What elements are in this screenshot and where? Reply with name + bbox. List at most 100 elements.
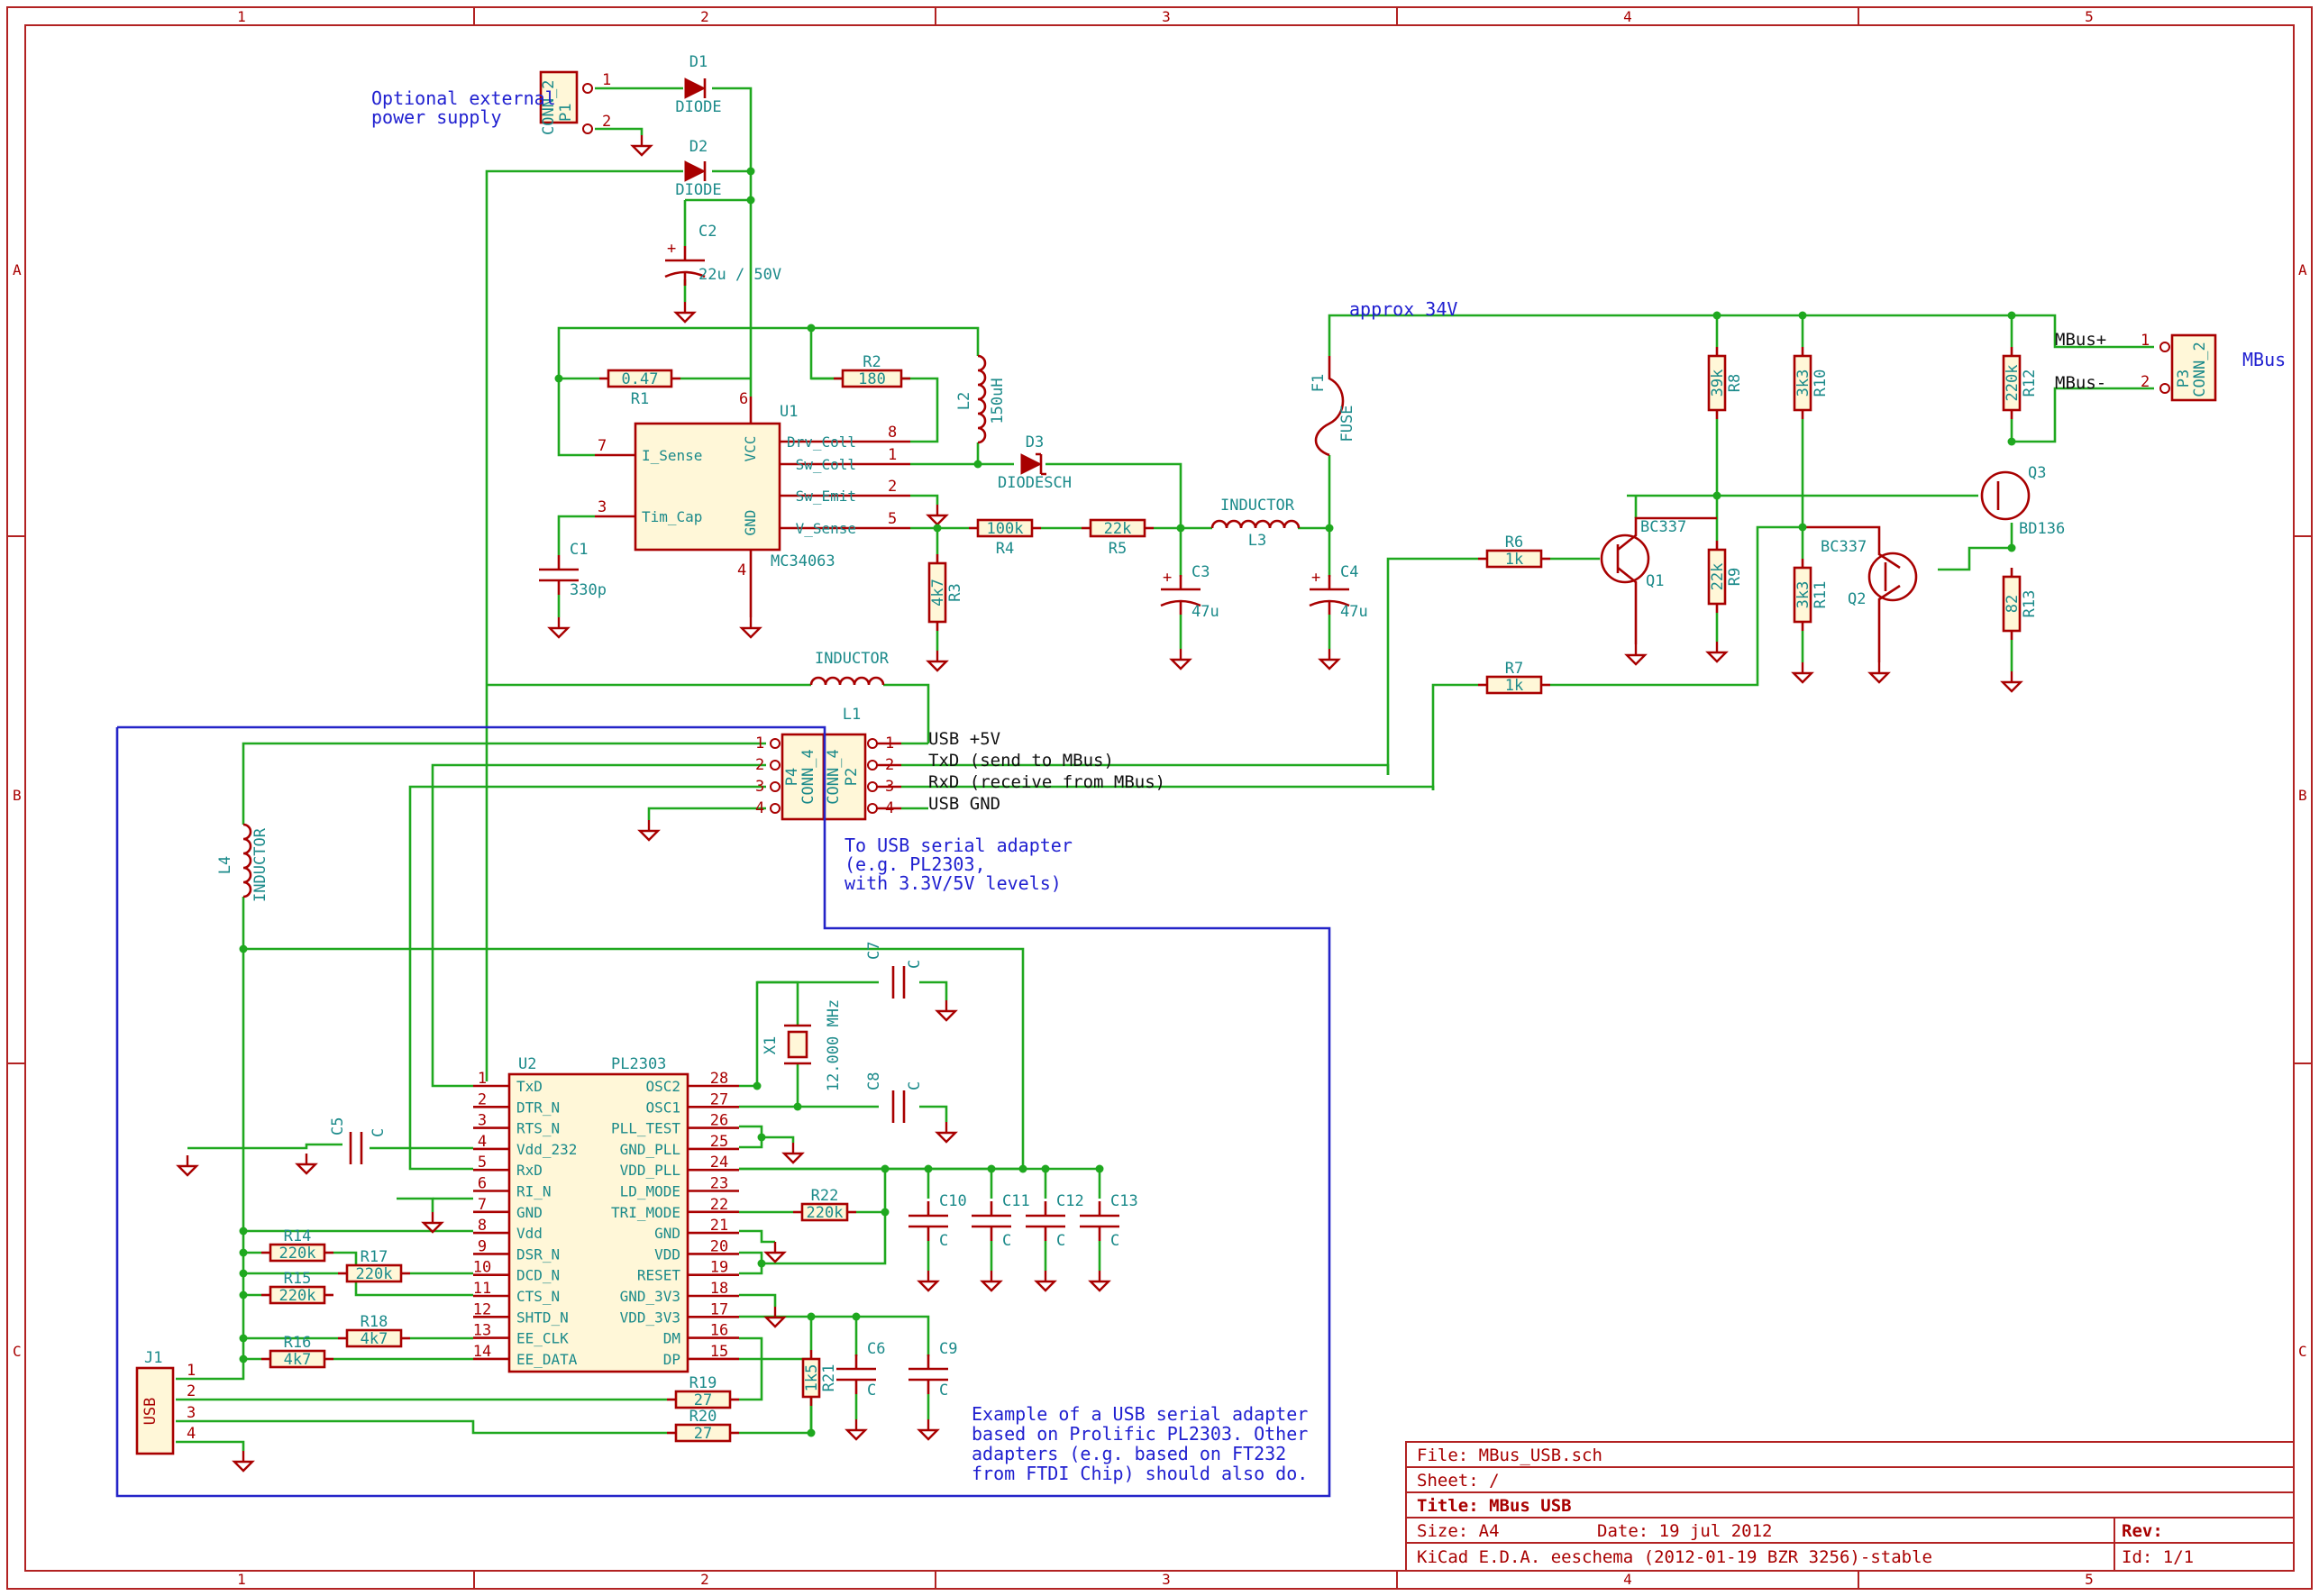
pin-number: 2 (602, 113, 611, 131)
u1-pin-num: 4 (737, 561, 746, 579)
c6-value: C (867, 1382, 876, 1400)
u2-pin-name: PLL_TEST (611, 1120, 680, 1137)
resistor-value: 39k (1709, 369, 1727, 397)
d1-ref: D1 (689, 53, 708, 71)
connector-p3 (2170, 333, 2217, 402)
resistor-ref: R1 (631, 390, 649, 408)
border-col-label: 2 (700, 1571, 709, 1588)
diode-body (684, 78, 707, 99)
c8-value: C (906, 1081, 924, 1090)
junction-dot (881, 1164, 890, 1173)
resistor-value: 22k (1104, 520, 1132, 538)
c2-ref: C2 (698, 223, 717, 241)
fuse-f1 (1314, 356, 1345, 457)
c1-value: 330p (570, 581, 607, 599)
u1-pin-name: GND (742, 510, 759, 536)
p3-value: CONN_2 (2191, 342, 2209, 397)
u2-pin-num: 7 (478, 1196, 487, 1214)
junction-dot (2007, 311, 2016, 320)
border-col-label: 3 (1162, 1571, 1171, 1588)
net-txd: TxD (send to MBus) (928, 751, 1114, 771)
u2-pin-name: DP (663, 1351, 680, 1368)
c5-ref: C5 (329, 1117, 347, 1135)
j1-pin-num: 4 (187, 1425, 196, 1443)
note-approx-34v: approx 34V (1349, 298, 1457, 320)
wire-dp (176, 1419, 667, 1435)
u2-pin-num: 28 (710, 1070, 728, 1088)
u2-value: PL2303 (611, 1055, 666, 1073)
q1-leads (1617, 516, 1717, 644)
pin-circle (2159, 342, 2170, 352)
wire-rxd-r7 (1431, 683, 1478, 790)
d3-value: DIODESCH (998, 474, 1072, 492)
u2-pin-name: LD_MODE (620, 1183, 680, 1200)
transistor-body (1867, 552, 1918, 602)
capacitor-plate (664, 270, 706, 278)
u2-pin-name: RI_N (516, 1183, 552, 1200)
ground-symbol (845, 1428, 868, 1441)
resistor-value: 4k7 (361, 1330, 388, 1348)
wire-x1-top (757, 980, 799, 1000)
junction-dot (973, 460, 982, 469)
ground-symbol (630, 144, 653, 157)
cap-ref: C12 (1056, 1192, 1084, 1210)
pin-circle (867, 781, 878, 792)
title-block: File: MBus_USB.sch Sheet: / Title: MBus … (1405, 1441, 2295, 1572)
pin-circle (770, 760, 781, 771)
ground-symbol (926, 660, 949, 672)
wire-p4-4 (647, 807, 766, 820)
resistor-value: 27 (694, 1425, 712, 1443)
u2-pin-num: 19 (710, 1259, 728, 1277)
ground-symbol (1705, 651, 1729, 663)
resistor-value: 220k (2004, 365, 2022, 402)
u2-pin-num: 18 (710, 1280, 728, 1298)
u1-pin-name: V_Sense (796, 520, 856, 537)
border-col-label: 1 (237, 1571, 246, 1588)
wire-gnd21 (739, 1229, 775, 1244)
junction-dot (1095, 1164, 1104, 1173)
l1-value: INDUCTOR (815, 650, 890, 668)
note-ext-power-2: power supply (371, 106, 502, 128)
wire-r12-mbusm (2010, 387, 2154, 443)
ground-symbol (935, 1131, 958, 1144)
title-tool: KiCad E.D.A. eeschema (2012-01-19 BZR 32… (1417, 1547, 1932, 1567)
wire-c7 (919, 980, 948, 1000)
wires (176, 87, 2154, 1451)
q1-ref: Q1 (1646, 572, 1664, 590)
resistor-r17 (345, 1263, 403, 1283)
u2-pin-name: GND (654, 1225, 680, 1242)
j1-ref: J1 (144, 1349, 162, 1367)
resistor-r8 (1707, 354, 1727, 412)
net-mbusm: MBus- (2055, 373, 2106, 393)
title-title: Title: MBus USB (1417, 1496, 1572, 1516)
q1-value: BC337 (1640, 518, 1686, 536)
wire-pllgnd (762, 1135, 795, 1143)
resistor-r5 (1089, 518, 1146, 538)
border-col-label: 4 (1623, 1571, 1632, 1588)
junctions (239, 167, 2016, 1437)
p3-ref: P3 (2175, 369, 2193, 388)
net-rxd: RxD (receive from MBus) (928, 772, 1165, 792)
ground-symbol (917, 1280, 940, 1292)
net-usbgnd: USB GND (928, 794, 1000, 814)
l2-value: 150uH (989, 378, 1007, 424)
ground-symbol (1791, 671, 1814, 684)
u2-pin-num: 20 (710, 1237, 728, 1255)
wire-gnd7b (397, 1197, 434, 1212)
u2-pin-num: 12 (473, 1300, 491, 1318)
f1-value: FUSE (1338, 406, 1356, 442)
resistor-r2 (841, 369, 903, 388)
wire-p4-2 (431, 763, 766, 1088)
junction-dot (2007, 437, 2016, 446)
note-usb-1: To USB serial adapter (845, 834, 1073, 856)
wire-c5 (187, 1143, 342, 1150)
u2-pin-name: CTS_N (516, 1288, 560, 1305)
ground-symbol (421, 1221, 444, 1234)
note-pl-3: adapters (e.g. based on FT232 (972, 1443, 1286, 1464)
title-date: Date: 19 jul 2012 (1597, 1521, 1772, 1541)
capacitor-plate (1309, 599, 1350, 607)
resistor-value: 1k (1505, 677, 1523, 695)
ground-symbol (2000, 680, 2023, 693)
connector-j1 (135, 1366, 175, 1455)
u2-pin-name: DTR_N (516, 1099, 560, 1116)
